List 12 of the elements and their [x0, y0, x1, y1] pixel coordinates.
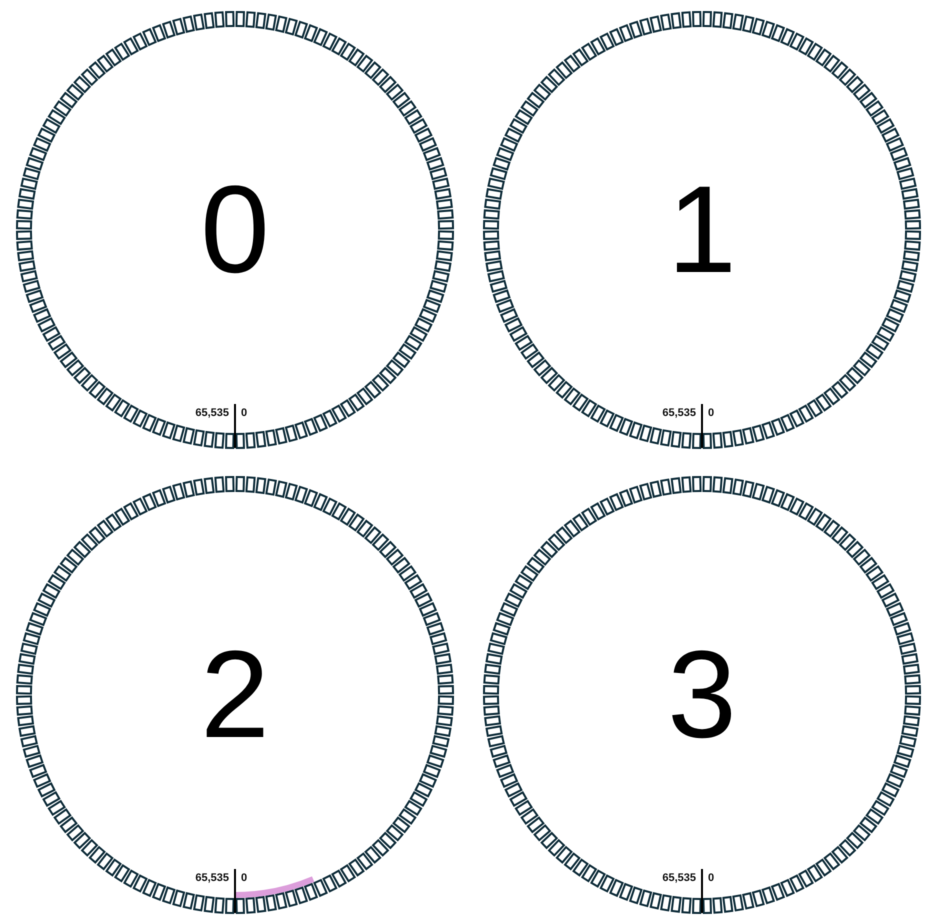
index-label: 65,535: [195, 408, 229, 419]
ring-number: 1: [668, 168, 736, 292]
index-label: 0: [241, 873, 248, 884]
index-label: 65,535: [195, 873, 229, 884]
ring-number: 0: [200, 168, 270, 292]
index-label: 0: [241, 408, 248, 419]
index-label: 65,535: [662, 873, 696, 884]
index-label: 65,535: [662, 408, 696, 419]
index-label: 0: [708, 408, 714, 419]
index-label: 0: [708, 873, 714, 884]
ring-number: 2: [200, 633, 270, 757]
ring-number: 3: [668, 633, 736, 757]
